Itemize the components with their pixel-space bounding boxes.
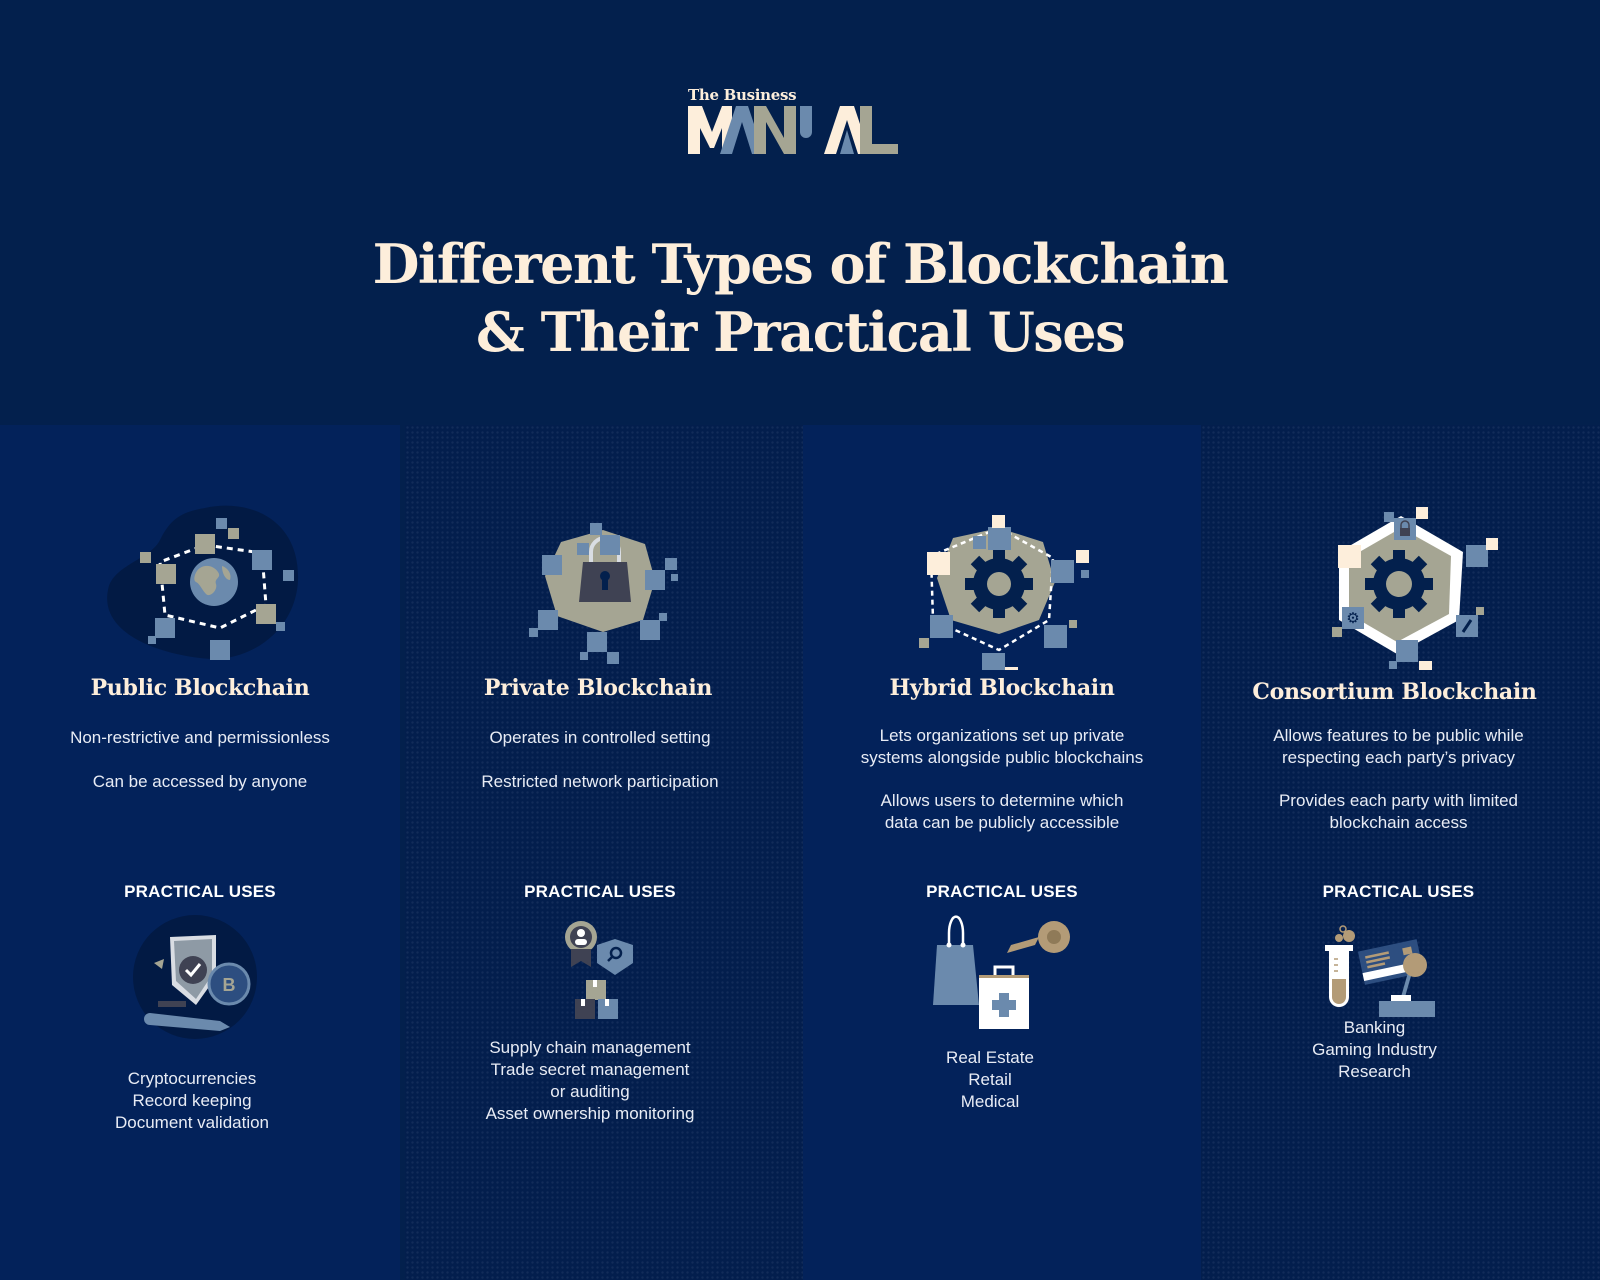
practical-uses-label: PRACTICAL USES (124, 882, 276, 901)
page-title: Different Types of Blockchain & Their Pr… (0, 230, 1600, 366)
column-description: Allows features to be public while respe… (1199, 725, 1598, 769)
testtube-card-joystick-icon (1325, 925, 1435, 1017)
globe-network-icon (107, 505, 299, 660)
title-line-2: & Their Practical Uses (476, 300, 1125, 364)
badge-shield-boxes-icon (565, 921, 633, 1019)
use-item: Gaming Industry (1312, 1040, 1437, 1059)
column-description: Allows users to determine which data can… (803, 790, 1201, 834)
gear-hexagon-consortium-icon: ⚙ (1332, 507, 1498, 670)
use-item: Cryptocurrencies (127, 1069, 257, 1088)
column-consortium-blockchain: ⚙ Consortium Blockchain Allows features … (1201, 425, 1600, 1280)
column-private-blockchain: Private Blockchain Operates in controlle… (405, 425, 803, 1280)
use-item: Asset ownership monitoring (485, 1104, 695, 1123)
practical-uses-label: PRACTICAL USES (926, 882, 1078, 901)
description-line: Allows users to determine which (880, 791, 1124, 810)
svg-text:B: B (223, 975, 236, 995)
column-description: Operates in controlled setting (489, 728, 711, 747)
practical-uses-label: PRACTICAL USES (524, 882, 676, 901)
title-line-1: Different Types of Blockchain (372, 232, 1229, 296)
use-item: or auditing (550, 1082, 630, 1101)
use-item: Retail (968, 1070, 1012, 1089)
use-item: Research (1338, 1062, 1411, 1081)
shield-bitcoin-pen-icon: B (133, 915, 257, 1039)
description-line: Provides each party with limited (1278, 791, 1519, 810)
gear-network-icon (919, 515, 1089, 670)
use-item: Supply chain management (489, 1038, 691, 1057)
header: The Business Different Types of Blockcha… (0, 0, 1600, 425)
use-item: Trade secret management (490, 1060, 690, 1079)
column-title: Consortium Blockchain (1252, 679, 1537, 705)
column-description: Provides each party with limited blockch… (1199, 790, 1598, 834)
column-description: Can be accessed by anyone (92, 772, 308, 791)
description-line: respecting each party’s privacy (1281, 748, 1516, 767)
description-line: data can be publicly accessible (884, 813, 1120, 832)
description-line: systems alongside public blockchains (860, 748, 1144, 767)
column-public-blockchain: Public Blockchain Non-restrictive and pe… (0, 425, 400, 1280)
practical-uses-list: Cryptocurrencies Record keeping Document… (0, 1068, 392, 1134)
column-description: Lets organizations set up private system… (803, 725, 1201, 769)
column-title: Private Blockchain (483, 675, 713, 701)
svg-text:⚙: ⚙ (1346, 609, 1359, 627)
description-line: blockchain access (1329, 813, 1468, 832)
use-item: Document validation (114, 1113, 270, 1132)
use-item: Medical (960, 1092, 1020, 1111)
manual-wordmark-icon (688, 106, 898, 154)
bag-key-medkit-icon (933, 915, 1070, 1029)
column-description: Restricted network participation (481, 772, 719, 791)
practical-uses-label: PRACTICAL USES (1322, 882, 1475, 901)
description-line: Lets organizations set up private (879, 726, 1125, 745)
use-item: Record keeping (132, 1091, 252, 1110)
practical-uses-list: Supply chain management Trade secret man… (391, 1037, 789, 1125)
column-title: Hybrid Blockchain (889, 675, 1115, 701)
column-description: Non-restrictive and permissionless (70, 728, 330, 747)
brand-logo: The Business (688, 86, 914, 158)
description-line: Allows features to be public while (1273, 726, 1524, 745)
practical-uses-list: Banking Gaming Industry Research (1175, 1017, 1574, 1083)
column-title: Public Blockchain (90, 675, 310, 701)
logo-top-text: The Business (688, 86, 797, 104)
padlock-network-icon (529, 523, 678, 664)
column-hybrid-blockchain: Hybrid Blockchain Lets organizations set… (803, 425, 1201, 1280)
use-item: Real Estate (946, 1048, 1034, 1067)
use-item: Banking (1343, 1018, 1406, 1037)
practical-uses-list: Real Estate Retail Medical (791, 1047, 1189, 1113)
